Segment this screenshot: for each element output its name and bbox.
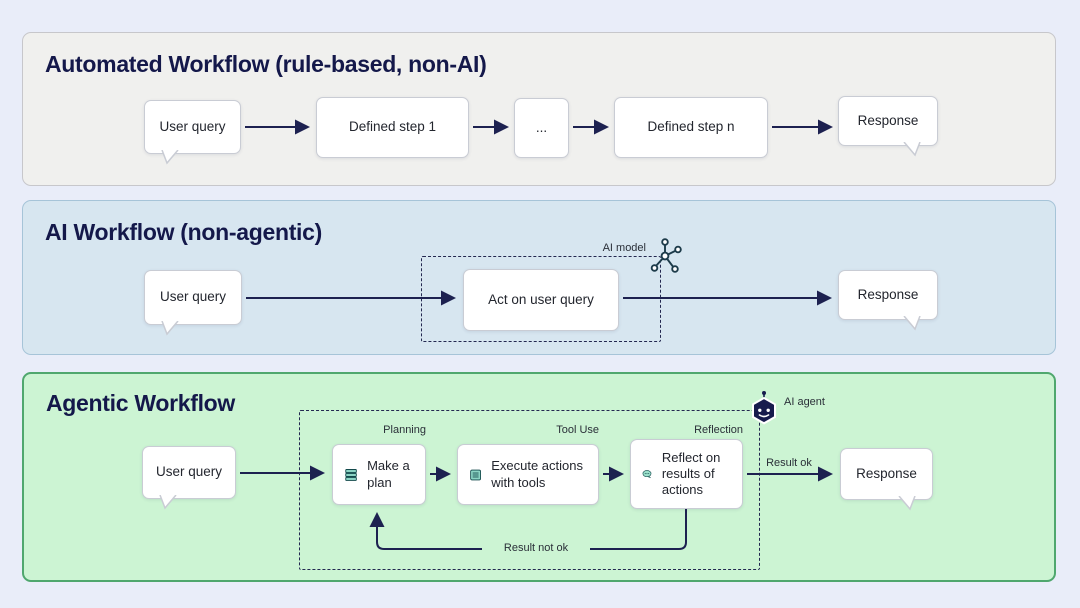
node-response: Response: [838, 96, 938, 157]
node-execute-actions: Execute actions with tools: [457, 444, 599, 505]
bubble-tail-icon: [903, 142, 921, 157]
node-label: ...: [535, 119, 548, 135]
node-act-on-user-query: Act on user query: [463, 269, 619, 331]
node-label: Response: [857, 112, 919, 128]
thought-bubble-icon: [642, 469, 652, 478]
node-label: Defined step 1: [348, 119, 437, 135]
node-label: Defined step n: [647, 119, 735, 135]
node-ellipsis: ...: [514, 98, 569, 158]
node-label: Execute actions with tools: [491, 458, 583, 490]
bubble-tail-icon: [159, 495, 177, 510]
result-not-ok-label: Result not ok: [482, 542, 590, 554]
ai-model-label: AI model: [602, 242, 646, 254]
planning-label: Planning: [383, 424, 426, 436]
bubble-tail-icon: [903, 316, 921, 331]
node-user-query: User query: [142, 446, 236, 510]
ai-agent-icon: [752, 391, 776, 425]
node-reflect: Reflect on results of actions: [630, 439, 743, 509]
node-label: Act on user query: [488, 291, 594, 307]
node-defined-step-1: Defined step 1: [316, 97, 469, 158]
result-ok-label: Result ok: [766, 457, 812, 469]
bubble-tail-icon: [161, 150, 179, 165]
panel-title: Agentic Workflow: [46, 390, 236, 416]
ai-agent-label: AI agent: [784, 396, 825, 408]
panel-title: AI Workflow (non-agentic): [45, 219, 323, 245]
panel-agentic-workflow: Agentic Workflow User query: [22, 372, 1056, 582]
panel-title: Automated Workflow (rule-based, non-AI): [45, 51, 487, 77]
flow-arrows: [245, 119, 833, 135]
node-response: Response: [838, 270, 938, 331]
node-make-a-plan: Make a plan: [332, 444, 426, 505]
node-response: Response: [840, 448, 933, 511]
panel-automated-workflow: Automated Workflow (rule-based, non-AI) …: [22, 32, 1056, 186]
node-user-query: User query: [144, 100, 241, 165]
node-label: User query: [159, 118, 226, 134]
ai-agent-boundary: [299, 410, 760, 570]
flow-arrows: [246, 290, 832, 306]
tool-use-label: Tool Use: [556, 424, 599, 436]
node-label: User query: [159, 289, 227, 305]
node-label: Response: [856, 465, 917, 481]
node-user-query: User query: [144, 270, 242, 336]
panel-ai-workflow: AI Workflow (non-agentic) User query Act…: [22, 200, 1056, 355]
node-label: Response: [857, 286, 919, 302]
ai-model-icon: [650, 238, 682, 273]
node-label: Make a plan: [367, 458, 410, 490]
node-label: User query: [155, 464, 223, 480]
node-label: Reflect on results of actions: [661, 449, 721, 498]
plan-stack-icon: [345, 468, 357, 481]
bubble-tail-icon: [161, 321, 179, 336]
node-defined-step-n: Defined step n: [614, 97, 768, 158]
tools-list-icon: [470, 469, 481, 480]
bubble-tail-icon: [898, 496, 916, 511]
reflection-label: Reflection: [694, 424, 743, 436]
